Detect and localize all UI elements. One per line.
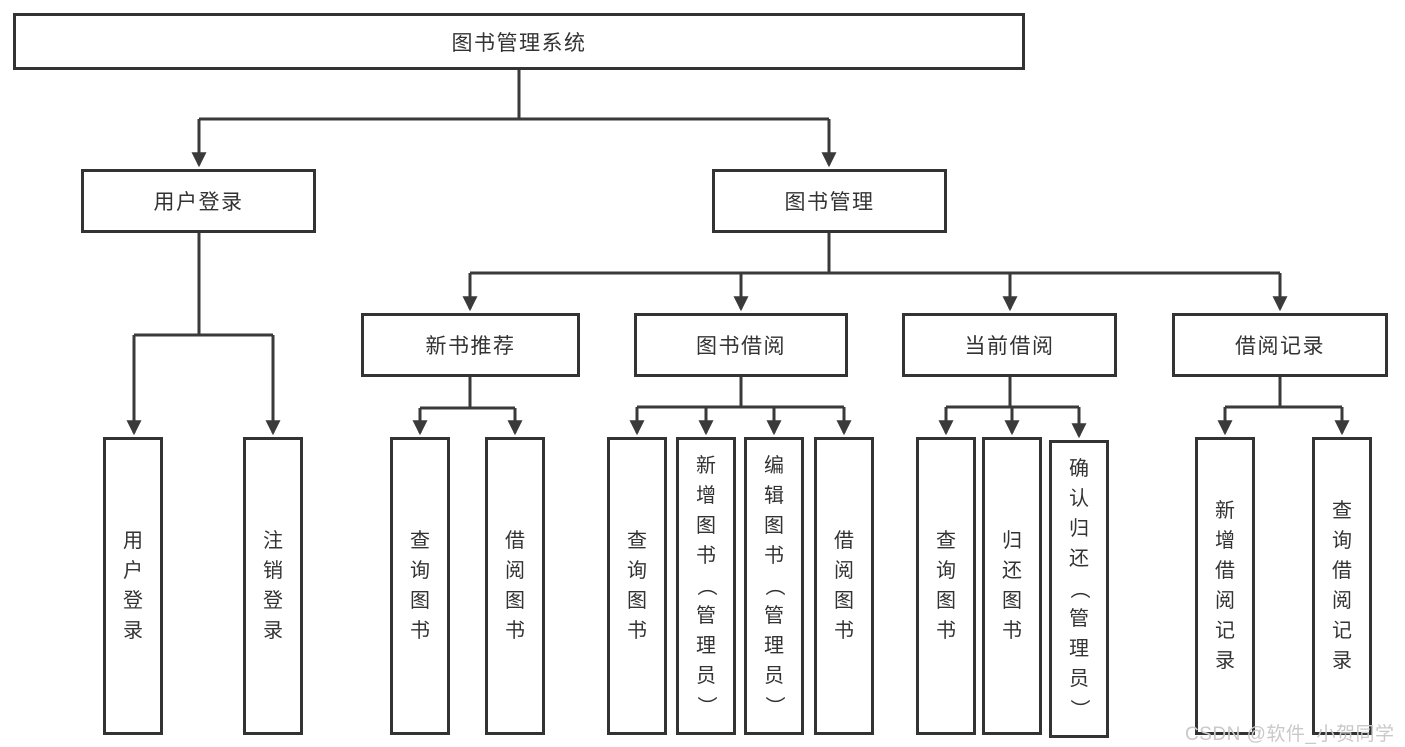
node-current-borrowing: 当前借阅 xyxy=(902,313,1117,377)
leaf-logout: 注销登录 xyxy=(243,437,303,735)
leaf-logout-label: 注销登录 xyxy=(263,530,283,642)
leaf-user-login-label: 用户登录 xyxy=(123,530,143,642)
leaf-borrow-books: 借阅图书 xyxy=(814,437,874,735)
leaf-confirm-return-admin: 确认归还（管理员） xyxy=(1049,440,1109,738)
node-library-system-label: 图书管理系统 xyxy=(451,31,587,55)
node-book-management-label: 图书管理 xyxy=(784,191,875,214)
leaf-return-books: 归还图书 xyxy=(982,437,1042,735)
leaf-query-books-borrowing-label: 查询图书 xyxy=(627,530,647,642)
node-user-login: 用户登录 xyxy=(81,169,316,233)
leaf-query-books-current-label: 查询图书 xyxy=(936,530,956,642)
leaf-add-borrow-record: 新增借阅记录 xyxy=(1195,437,1255,735)
leaf-query-borrow-record-label: 查询借阅记录 xyxy=(1332,500,1352,672)
leaf-edit-book-admin: 编辑图书（管理员） xyxy=(744,437,804,735)
node-borrowing-records: 借阅记录 xyxy=(1172,313,1388,377)
node-new-book-recommend-label: 新书推荐 xyxy=(425,335,516,358)
leaf-query-borrow-record: 查询借阅记录 xyxy=(1312,437,1372,735)
node-borrowing-records-label: 借阅记录 xyxy=(1235,335,1325,358)
leaf-add-borrow-record-label: 新增借阅记录 xyxy=(1215,500,1235,672)
leaf-edit-book-admin-label: 编辑图书（管理员） xyxy=(763,455,785,716)
leaf-return-books-label: 归还图书 xyxy=(1002,530,1022,642)
node-new-book-recommend: 新书推荐 xyxy=(361,313,580,377)
leaf-confirm-return-admin-label: 确认归还（管理员） xyxy=(1068,458,1090,719)
node-book-borrowing-label: 图书借阅 xyxy=(696,335,786,358)
leaf-borrow-books-recommend-label: 借阅图书 xyxy=(505,530,525,642)
node-current-borrowing-label: 当前借阅 xyxy=(964,335,1055,358)
leaf-user-login: 用户登录 xyxy=(103,437,163,735)
watermark-text: CSDN @软件_小贺同学 xyxy=(1185,724,1395,745)
leaf-borrow-books-label: 借阅图书 xyxy=(834,530,854,642)
leaf-query-books-recommend: 查询图书 xyxy=(390,437,450,735)
node-book-management: 图书管理 xyxy=(712,169,947,233)
leaf-query-books-borrowing: 查询图书 xyxy=(607,437,667,735)
node-user-login-label: 用户登录 xyxy=(153,191,244,214)
leaf-query-books-current: 查询图书 xyxy=(916,437,976,735)
leaf-add-book-admin-label: 新增图书（管理员） xyxy=(695,455,717,716)
node-library-system: 图书管理系统 xyxy=(13,13,1025,70)
leaf-add-book-admin: 新增图书（管理员） xyxy=(676,437,736,735)
leaf-query-books-recommend-label: 查询图书 xyxy=(410,530,430,642)
node-book-borrowing: 图书借阅 xyxy=(634,313,848,377)
leaf-borrow-books-recommend: 借阅图书 xyxy=(485,437,545,735)
